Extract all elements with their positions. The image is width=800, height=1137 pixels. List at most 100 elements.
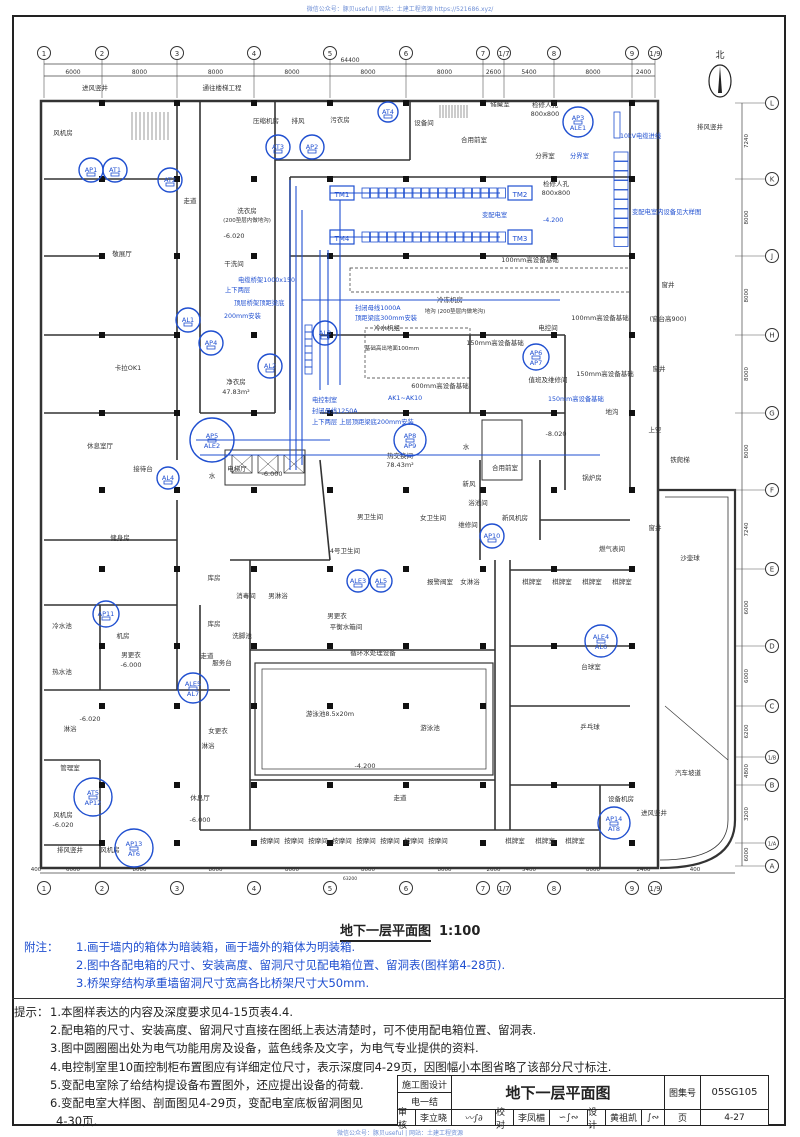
room-label: 男卫生间 [357, 512, 383, 521]
room-label: 棋牌室 [522, 577, 542, 586]
grid-bubble [170, 46, 184, 60]
tb-sheet-title: 地下一层平面图 [452, 1076, 665, 1110]
structural-column [629, 566, 635, 572]
equipment-base-row [349, 267, 631, 293]
distribution-box [207, 438, 217, 443]
room-label: 锅炉房 [582, 473, 602, 482]
structural-column [99, 782, 105, 788]
electrical-label: TM4 [334, 235, 350, 243]
panel-label: AT4 [382, 108, 394, 116]
dimension-label: 8000 [744, 444, 750, 458]
distribution-box [86, 172, 96, 177]
room-label: 女淋浴 [460, 577, 480, 586]
grid-bubble [765, 750, 779, 764]
tip-item: 4-30页. [56, 1114, 98, 1129]
dimension-label: 7240 [744, 134, 750, 148]
grid-label: 4 [252, 50, 257, 58]
structural-column [551, 643, 557, 649]
dimension-label: 6000 [744, 669, 750, 683]
dimension-label: 6000 [66, 867, 80, 873]
grid-bubble [765, 859, 779, 873]
grid-label: 1 [42, 50, 46, 58]
electrical-label: 电缆桥架1000x150 [238, 275, 295, 284]
grid-bubble [323, 881, 337, 895]
grid-label: 2 [100, 50, 104, 58]
room-label: 压缩机房 [253, 116, 279, 125]
north-arrow-icon [708, 64, 732, 98]
grid-bubble [497, 46, 511, 60]
tb-checker: 李凤楣 [514, 1110, 550, 1125]
panel-label: AP6 [530, 349, 543, 357]
panel-marker-circle [189, 417, 235, 463]
structural-column [403, 782, 409, 788]
room-label: 男淋浴 [268, 591, 288, 600]
distribution-box [353, 583, 363, 588]
panel-label: AL3 [319, 329, 331, 337]
control-cabinet [304, 359, 313, 368]
room-label: 浴池间 [468, 498, 488, 507]
room-label: 风机房 [100, 845, 120, 854]
structural-column [327, 782, 333, 788]
distribution-box [188, 686, 198, 691]
distribution-box [183, 322, 193, 327]
electrical-label: 顶距梁底300mm安装 [355, 313, 418, 322]
room-label: -6.000 [190, 816, 211, 824]
distribution-box [265, 368, 275, 373]
structural-column [99, 253, 105, 259]
grid-label: 6 [404, 50, 409, 58]
panel-marker-circle [73, 777, 113, 817]
tips-section: 提示： 1.本图样表达的内容及深度要求见4-15页表4.4. 2.配电箱的尺寸、… [14, 1003, 611, 1130]
dimension-label: 8000 [133, 867, 147, 873]
elevator-x [231, 454, 253, 474]
distribution-box [596, 639, 606, 644]
watermark: 微信公众号：豚贝useful | 网站：土建工程资源 https://52168… [306, 6, 494, 13]
structural-column [629, 176, 635, 182]
structural-column [174, 332, 180, 338]
room-label: 新风 [463, 479, 477, 488]
grid-bubble [323, 46, 337, 60]
structural-column [480, 782, 486, 788]
room-label: 棋牌室 [612, 577, 632, 586]
room-label: 机房 [117, 631, 130, 640]
control-cabinet [304, 331, 313, 340]
structural-column [551, 100, 557, 106]
tip-item: 1.本图样表达的内容及深度要求见4-15页表4.4. [50, 1005, 294, 1019]
room-label: 干洗间 [224, 259, 244, 268]
structural-column [251, 566, 257, 572]
tip-item: 5.变配电室除了给结构提设备布置图外，还应提出设备的荷载. [50, 1077, 364, 1092]
panel-label: ALE2 [204, 442, 220, 450]
structural-column [551, 332, 557, 338]
structural-column [251, 782, 257, 788]
room-label: 按摩间 [260, 836, 280, 845]
structural-column [174, 176, 180, 182]
panel-marker-circle [522, 343, 550, 371]
panel-marker-circle [597, 806, 631, 840]
grid-bubble [247, 881, 261, 895]
grid-label: 8 [552, 50, 556, 58]
structural-column [403, 703, 409, 709]
grid-bubble [37, 46, 51, 60]
dimension-label: 2400 [637, 867, 651, 873]
distribution-box [101, 616, 111, 621]
dimension-label: 7240 [744, 522, 750, 536]
structural-column [551, 782, 557, 788]
dimension-label: 8000 [360, 69, 375, 76]
room-label: 净衣房 [226, 377, 246, 386]
room-label: 设备间 [414, 118, 434, 127]
structural-column [551, 253, 557, 259]
structural-column [551, 410, 557, 416]
tb-atlas-no: 05SG105 [701, 1076, 768, 1110]
grid-label: 9 [630, 50, 634, 58]
room-label: 接待台 [133, 464, 153, 473]
room-label: 地沟 [606, 407, 619, 416]
structural-column [174, 100, 180, 106]
grid-bubble [765, 699, 779, 713]
panel-label: AL6 [595, 643, 607, 651]
structural-column [480, 410, 486, 416]
panel-label: AP12 [85, 799, 102, 807]
grid-bubble [547, 881, 561, 895]
structural-column [251, 643, 257, 649]
structural-column [629, 100, 635, 106]
dimension-label: 2600 [486, 69, 501, 76]
room-label: 100mm高设备基础 [501, 255, 559, 264]
